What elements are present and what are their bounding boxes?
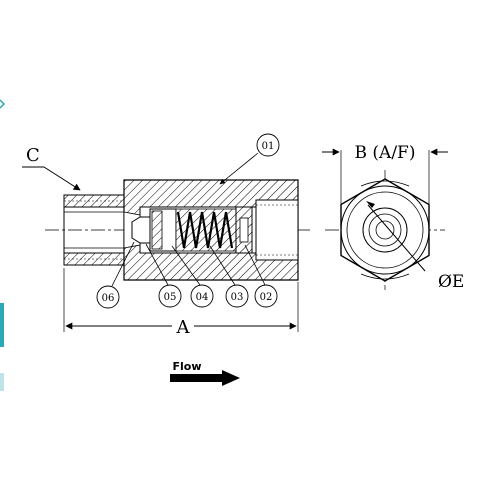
balloon-02: 02 <box>244 244 278 308</box>
balloon-05-text: 05 <box>164 292 177 303</box>
balloon-06-text: 06 <box>102 293 115 304</box>
edge-accent-bar-small <box>0 373 4 391</box>
balloon-06: 06 <box>96 241 135 309</box>
end-view <box>325 150 445 290</box>
balloon-01: 01 <box>219 133 280 185</box>
balloon-03: 03 <box>209 245 249 308</box>
hex-outline <box>340 178 430 282</box>
dimension-e: ØE <box>366 201 464 292</box>
dimension-e-label: ØE <box>438 272 464 292</box>
dimension-a: A <box>63 268 299 338</box>
flow-arrow-icon <box>170 370 240 386</box>
dimension-b: B (A/F) <box>322 143 448 163</box>
dimension-b-label: B (A/F) <box>355 143 416 163</box>
threaded-inlet <box>63 194 125 266</box>
spring <box>175 208 237 252</box>
poppet <box>131 208 177 252</box>
balloon-03-text: 03 <box>231 292 244 303</box>
dimension-a-label: A <box>176 317 191 338</box>
callout-c: C <box>22 145 81 191</box>
flow-indicator: Flow <box>170 360 240 386</box>
edge-chevron <box>0 99 6 109</box>
balloon-04: 04 <box>171 245 214 308</box>
flow-label: Flow <box>172 360 201 373</box>
retainer <box>235 206 253 254</box>
callout-c-label: C <box>26 145 40 166</box>
edge-accent-bar <box>0 303 4 347</box>
balloon-05: 05 <box>145 243 182 308</box>
balloon-04-text: 04 <box>196 292 209 303</box>
balloon-02-text: 02 <box>260 292 273 303</box>
side-section-view <box>45 179 310 281</box>
balloon-01-text: 01 <box>262 141 275 152</box>
